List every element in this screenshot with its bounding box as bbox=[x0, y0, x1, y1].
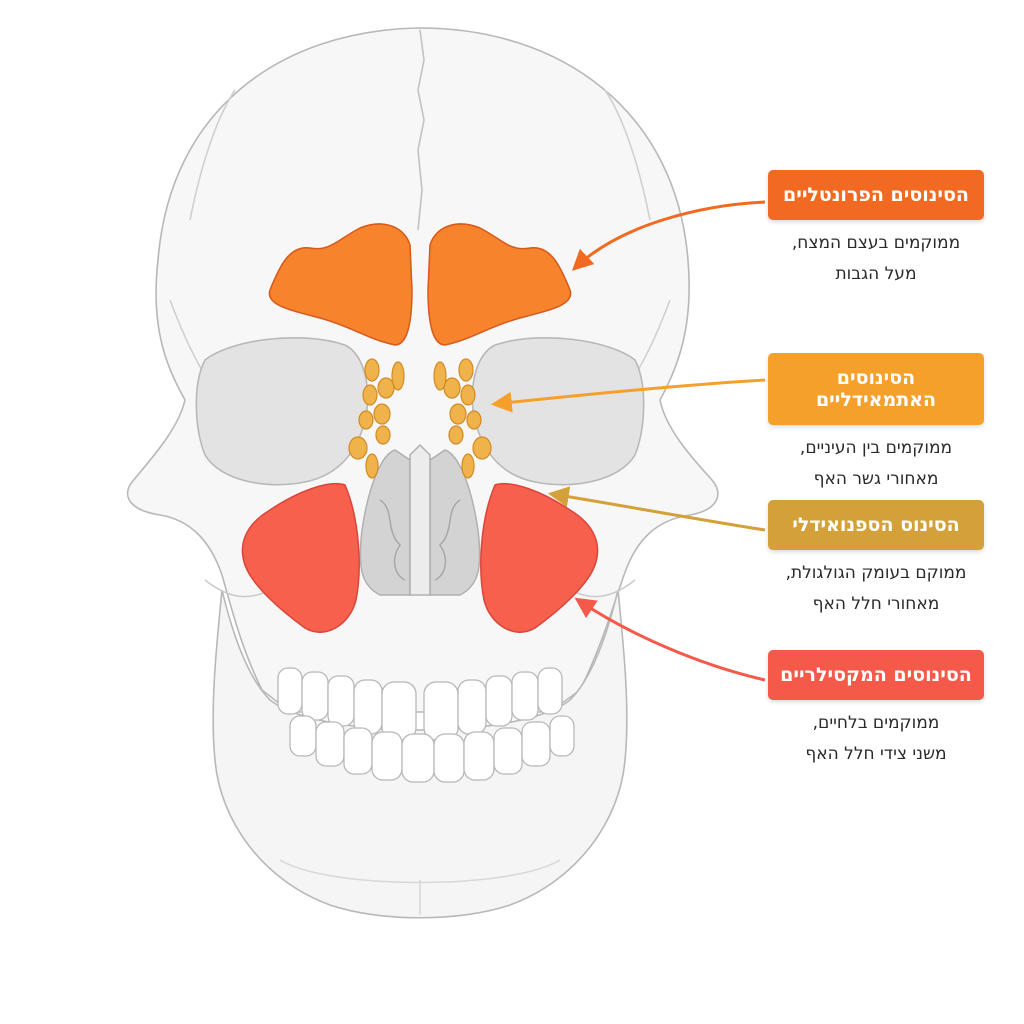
frontal-title: הסינוסים הפרונטליים bbox=[768, 170, 984, 220]
suture-line bbox=[417, 29, 425, 231]
right-frontal-sinus bbox=[427, 223, 572, 346]
frontal-label: הסינוסים הפרונטליים ממוקמים בעצם המצח, מ… bbox=[768, 170, 984, 290]
orbits bbox=[195, 337, 645, 486]
maxillary-desc-line2: משני צידי חלל האף bbox=[805, 744, 947, 764]
sphenoid-label: הסינוס הספנואידלי ממוקם בעומק הגולגולת, … bbox=[768, 500, 984, 620]
sphenoid-desc-line1: ממוקם בעומק הגולגולת, bbox=[785, 563, 967, 583]
maxillary-label: הסינוסים המקסילריים ממוקמים בלחיים, משני… bbox=[768, 650, 984, 770]
ethmoid-arrow bbox=[490, 378, 766, 413]
nasal-cavity bbox=[359, 443, 481, 596]
left-maxillary-sinus bbox=[241, 483, 360, 633]
maxillary-desc-line1: ממוקמים בלחיים, bbox=[812, 713, 940, 733]
frontal-desc-line1: ממוקמים בעצם המצח, bbox=[791, 233, 961, 253]
maxillary-sinuses bbox=[241, 483, 599, 633]
teeth bbox=[277, 667, 575, 783]
frontal-arrow bbox=[571, 200, 766, 271]
maxillary-title: הסינוסים המקסילריים bbox=[768, 650, 984, 700]
sphenoid-desc-line2: מאחורי חלל האף bbox=[812, 594, 940, 614]
ethmoid-sinuses bbox=[348, 358, 492, 479]
left-orbit bbox=[195, 337, 369, 486]
left-frontal-sinus bbox=[268, 223, 413, 346]
ethmoid-label: הסינוסים האתמאידליים ממוקמים בין העיניים… bbox=[768, 353, 984, 495]
ethmoid-desc-line1: ממוקמים בין העיניים, bbox=[799, 438, 953, 458]
ethmoid-description: ממוקמים בין העיניים, מאחורי גשר האף bbox=[768, 433, 984, 495]
ethmoid-desc-line2: מאחורי גשר האף bbox=[813, 469, 939, 489]
pointer-arrows bbox=[490, 200, 766, 682]
sphenoid-description: ממוקם בעומק הגולגולת, מאחורי חלל האף bbox=[768, 558, 984, 620]
right-orbit bbox=[471, 337, 645, 486]
frontal-sinuses bbox=[268, 223, 572, 346]
frontal-desc-line2: מעל הגבות bbox=[835, 264, 917, 284]
maxillary-description: ממוקמים בלחיים, משני צידי חלל האף bbox=[768, 708, 984, 770]
sphenoid-title: הסינוס הספנואידלי bbox=[768, 500, 984, 550]
sphenoid-arrow bbox=[547, 486, 766, 532]
maxillary-arrow bbox=[574, 597, 766, 682]
frontal-description: ממוקמים בעצם המצח, מעל הגבות bbox=[768, 228, 984, 290]
ethmoid-title: הסינוסים האתמאידליים bbox=[768, 353, 984, 425]
